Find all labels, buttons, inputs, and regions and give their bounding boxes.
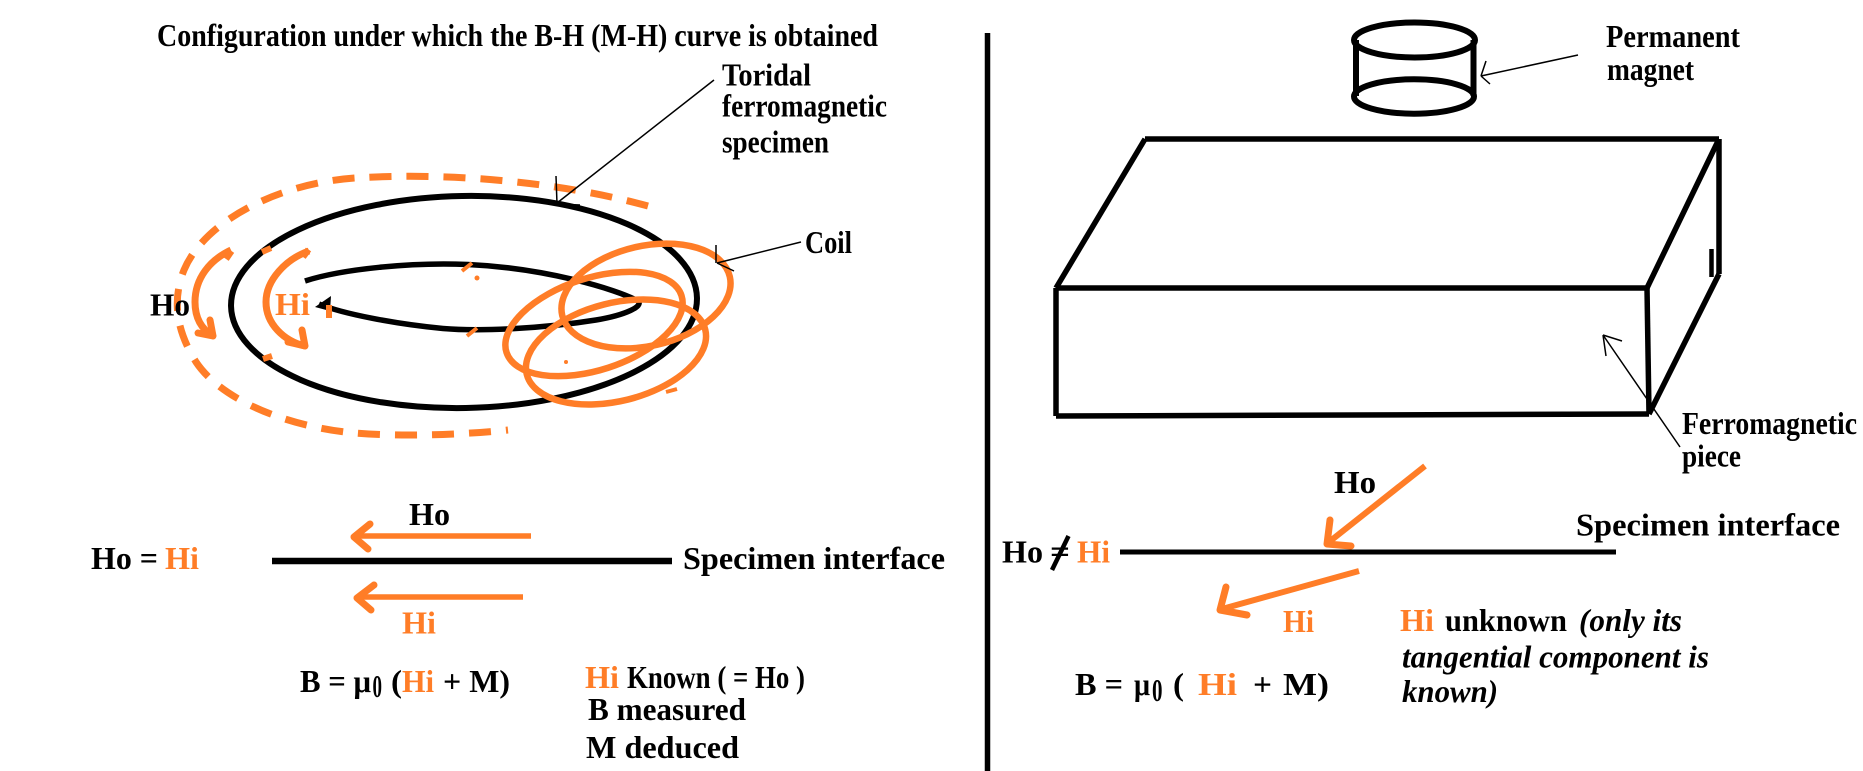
svg-text:Hi: Hi [585,659,619,695]
svg-text:Ho =: Ho = [91,540,158,576]
svg-text:B =: B = [1075,666,1123,702]
svg-text:ferromagnetic: ferromagnetic [722,88,887,124]
svg-text:μ: μ [1134,666,1150,702]
svg-text:(only its: (only its [1579,602,1682,638]
svg-text:Hi: Hi [402,663,434,699]
svg-text:Hi: Hi [402,605,436,641]
svg-text:Known ( = Ho ): Known ( = Ho ) [627,659,805,695]
svg-text:specimen: specimen [722,124,829,160]
svg-text:M): M) [1283,666,1329,702]
svg-text:M deduced: M deduced [586,729,739,765]
svg-text:piece: piece [1682,438,1741,474]
svg-text:unknown: unknown [1445,602,1567,638]
svg-text:Ho: Ho [150,287,190,323]
svg-text:Permanent: Permanent [1606,18,1740,54]
svg-text:Hi: Hi [1198,666,1237,702]
svg-text:Specimen interface: Specimen interface [683,540,945,576]
svg-text:=: = [1050,534,1070,570]
svg-text:(: ( [1173,666,1184,702]
svg-text:Coil: Coil [805,224,852,260]
svg-text:Ferromagnetic: Ferromagnetic [1682,405,1857,441]
svg-text:Ho: Ho [409,496,450,532]
svg-text:Configuration under which the: Configuration under which the B-H (M-H) … [157,17,878,53]
svg-text:B measured: B measured [588,691,746,727]
svg-text:Ho: Ho [1334,464,1376,500]
svg-text:(: ( [391,663,402,699]
svg-text:Ho: Ho [1002,534,1043,570]
svg-text:Hi: Hi [1283,603,1314,639]
svg-text:magnet: magnet [1607,51,1694,87]
svg-text:Toridal: Toridal [722,57,811,93]
svg-text:Specimen interface: Specimen interface [1576,507,1840,543]
svg-text:0: 0 [1152,672,1163,708]
svg-text:Hi: Hi [1400,602,1434,638]
svg-text:B = μ: B = μ [300,663,371,699]
svg-text:+ M): + M) [443,663,510,699]
svg-text:0: 0 [373,668,383,704]
svg-text:Hi: Hi [165,540,199,576]
svg-text:Hi: Hi [1077,534,1110,570]
svg-text:Hi: Hi [275,286,310,322]
svg-text:+: + [1253,666,1272,702]
svg-text:tangential component is: tangential component is [1402,639,1709,675]
svg-text:known): known) [1402,673,1498,709]
